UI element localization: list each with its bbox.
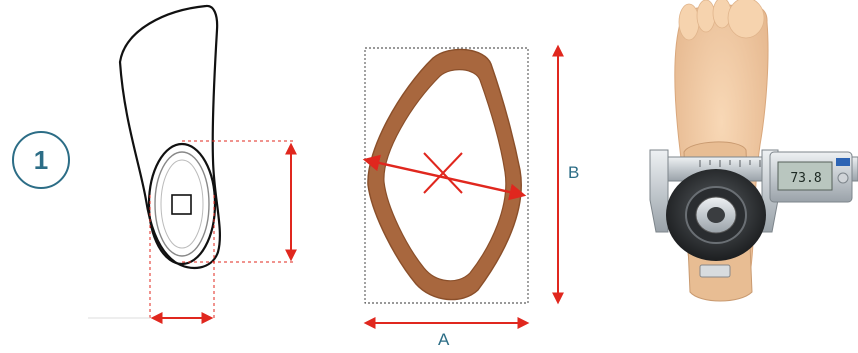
oval-ring-icon <box>362 44 564 329</box>
caliper-reading: 73.8 <box>790 171 821 186</box>
step-number-badge: 1 <box>12 131 70 189</box>
dimension-label-b: B <box>568 163 580 182</box>
prosthetic-foot-caliper-photo: 73.8 <box>649 0 858 302</box>
dimension-label-a: A <box>438 330 450 349</box>
foot-insole-outline-icon <box>88 4 297 324</box>
step-number: 1 <box>33 144 49 175</box>
